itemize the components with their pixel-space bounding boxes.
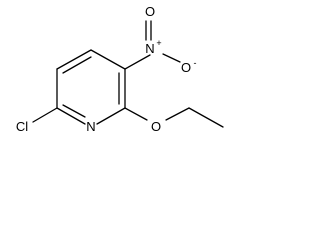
ring-double-bond-c4-c5 [62,56,92,74]
nitro-n-charge: + [156,38,161,48]
bond-c6-cl [32,107,58,123]
nitro-n-label: N [145,41,154,56]
nitro-o-right-charge: - [194,58,197,68]
bond-c3-nitro-n [124,54,151,70]
bond-ether-o-ch2 [165,107,190,121]
chemical-structure-diagram: N + O O - Cl N O [16,4,224,134]
bond-nitro-n-o-right [162,53,181,63]
bonds [32,20,224,128]
ring-bond-c3-c4 [90,49,126,70]
nitro-o-right-label: O [181,60,191,75]
bond-c2-ether-o [124,107,148,121]
ether-o-label: O [151,119,161,134]
chlorine-label: Cl [16,119,28,134]
nitro-o-top-label: O [145,4,155,19]
ring-bond-c6-n1 [56,107,86,125]
ring-bond-c4-c5 [56,49,92,70]
atom-labels: N + O O - Cl N O [16,4,197,134]
bond-ch2-ch3 [188,107,224,128]
ring-bond-n1-c2 [96,107,126,125]
ring-double-bond-c6-n1 [62,104,86,118]
ring-n-label: N [86,119,95,134]
